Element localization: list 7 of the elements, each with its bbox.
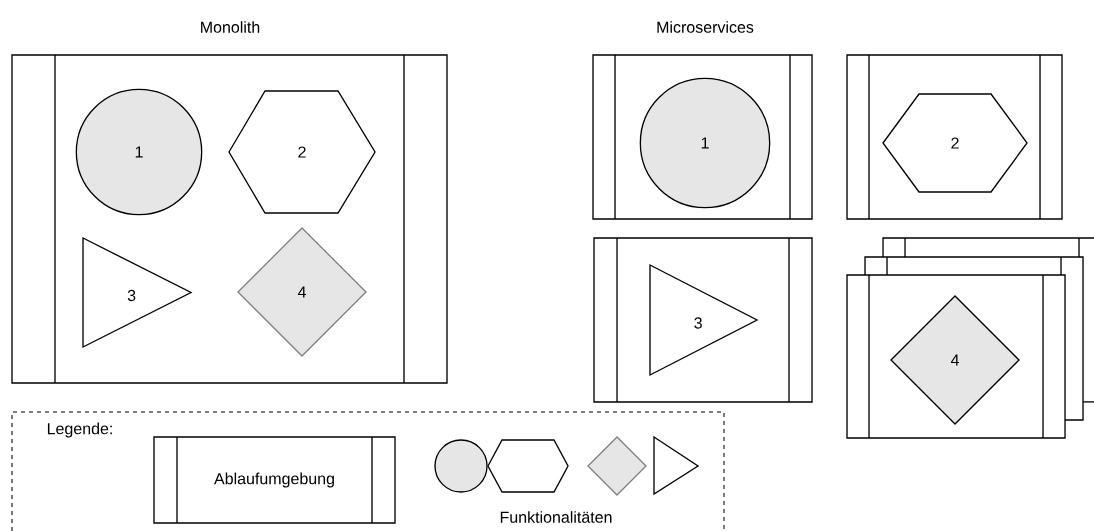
hexagon: 2 bbox=[882, 93, 1028, 193]
container-box: Ablaufumgebung bbox=[153, 436, 396, 524]
hexagon: 2 bbox=[228, 90, 376, 214]
legend-text: Funktionalitäten bbox=[500, 511, 612, 523]
heading: Legende: bbox=[47, 422, 112, 438]
heading: Microservices bbox=[657, 21, 754, 33]
node-label: Monolith bbox=[201, 21, 260, 33]
